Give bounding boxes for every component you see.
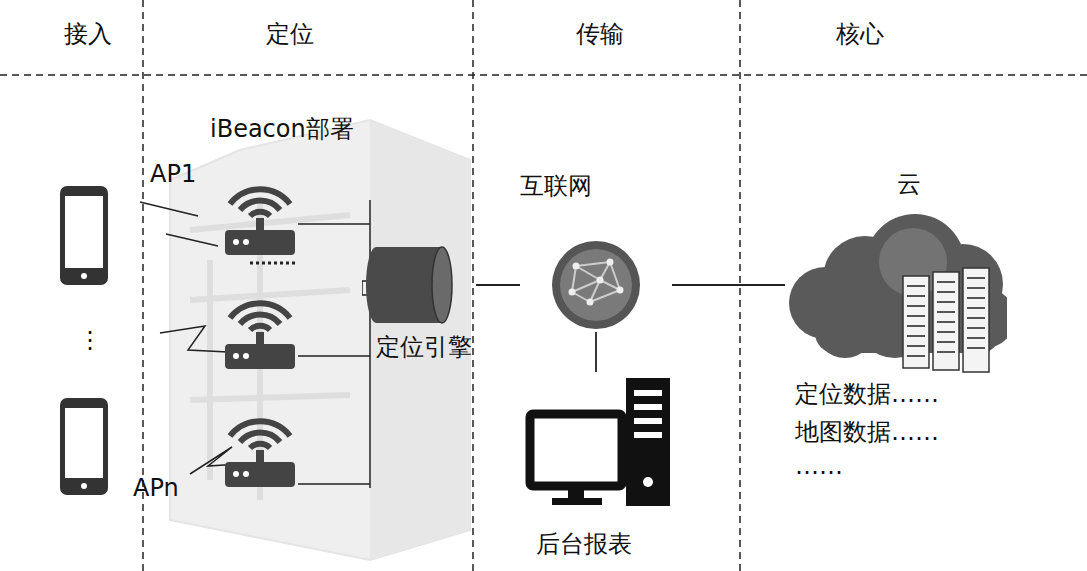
ap-bus	[298, 200, 370, 488]
region-label: iBeacon部署	[210, 115, 354, 143]
backend-report-pc-shape	[522, 372, 674, 512]
tower	[626, 378, 670, 506]
access-points	[225, 189, 298, 487]
positioning-engine-shape	[362, 245, 462, 327]
column-header: 核心	[836, 20, 884, 48]
node-title: 后台报表	[536, 530, 632, 558]
server-slot	[967, 327, 985, 329]
positioning-engine: 定位引擎	[362, 245, 476, 367]
server-slot	[937, 341, 955, 343]
tower-button	[643, 477, 653, 487]
column-header: 接入	[64, 20, 112, 48]
cloud: 云定位数据…… 地图数据…… ……	[785, 168, 1007, 486]
server-slot	[907, 335, 925, 337]
server-slot	[967, 317, 985, 319]
globe-network	[572, 266, 576, 292]
globe-network	[576, 266, 600, 280]
globe	[552, 241, 640, 329]
server-slot	[937, 291, 955, 293]
server-slot	[967, 297, 985, 299]
globe-network	[572, 280, 600, 292]
server-slot	[967, 277, 985, 279]
server-slot	[937, 351, 955, 353]
globe-node	[607, 259, 614, 266]
column-header: 传输	[576, 20, 624, 48]
column-header: 定位	[266, 20, 314, 48]
node-text: 地图数据……	[795, 418, 939, 446]
node-title: 互联网	[520, 172, 592, 200]
server-slot	[967, 307, 985, 309]
globe-node	[597, 277, 604, 284]
globe-node	[617, 287, 624, 294]
engine-cylinder-end	[432, 247, 452, 323]
server-slot	[967, 337, 985, 339]
server-slot	[967, 347, 985, 349]
node-title: 定位引擎	[376, 333, 472, 361]
server-slot	[907, 355, 925, 357]
connector-line	[476, 284, 520, 286]
server-unit	[933, 272, 959, 370]
node-text: 定位数据……	[795, 380, 939, 408]
ap-label: AP1	[150, 160, 196, 188]
tower-bay	[634, 432, 662, 438]
node-title: 云	[897, 170, 921, 198]
server-unit	[903, 276, 929, 368]
server-slot	[907, 325, 925, 327]
backend-report-pc: 后台报表	[522, 372, 674, 564]
server-slot	[937, 311, 955, 313]
globe-node	[569, 289, 576, 296]
server-slot	[937, 301, 955, 303]
globe-network	[576, 262, 610, 266]
globe-node	[587, 299, 594, 306]
tower-bay	[634, 418, 662, 424]
internet-globe: 互联网	[520, 170, 672, 332]
server-slot	[937, 281, 955, 283]
server-slot	[907, 305, 925, 307]
connector	[476, 285, 520, 286]
server-slot	[907, 285, 925, 287]
connector-line	[595, 332, 597, 372]
connector	[596, 332, 597, 372]
connector	[672, 285, 785, 286]
tower-bay	[634, 404, 662, 410]
server-slot	[967, 287, 985, 289]
server-slot	[907, 295, 925, 297]
globe-node	[573, 263, 580, 270]
tower-bay	[634, 390, 662, 396]
cloud-shape	[785, 198, 1007, 398]
engine-cylinder	[366, 247, 452, 323]
monitor	[530, 414, 622, 486]
server-slot	[907, 345, 925, 347]
monitor-stand	[552, 498, 602, 505]
server-slot	[937, 331, 955, 333]
connector-line	[672, 284, 785, 286]
ellipsis-mark: ⋮	[78, 326, 102, 354]
server-unit	[963, 268, 989, 372]
server-slot	[907, 315, 925, 317]
node-text: ……	[795, 452, 843, 480]
ap-label: APn	[133, 474, 179, 502]
globe-inner	[560, 249, 632, 321]
server-slot	[937, 321, 955, 323]
phone-icons	[60, 186, 108, 495]
